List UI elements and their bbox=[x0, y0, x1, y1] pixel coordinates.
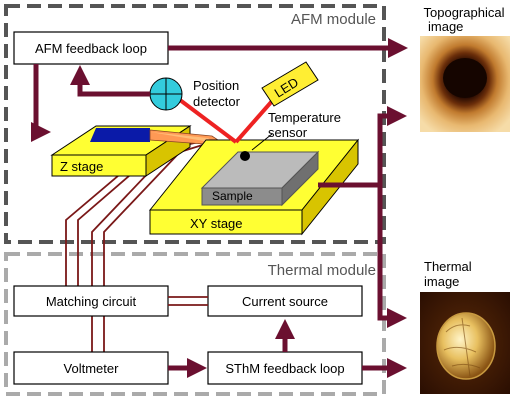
afm-module-title: AFM module bbox=[291, 11, 376, 28]
position-detector-label-2: detector bbox=[193, 94, 241, 109]
sthm-feedback-loop-box bbox=[207, 351, 363, 385]
signal-arrows bbox=[30, 38, 408, 378]
arrow-split-to-thermal bbox=[377, 185, 407, 328]
sample: Sample bbox=[200, 150, 320, 207]
z-stage-label: Z stage bbox=[60, 159, 103, 174]
temperature-sensor-dot bbox=[240, 151, 250, 161]
thermal-image bbox=[420, 292, 510, 394]
xy-stage-label: XY stage bbox=[190, 216, 243, 231]
thermal-module-frame bbox=[4, 252, 386, 396]
led-icon: LED bbox=[261, 61, 319, 107]
position-detector-icon bbox=[149, 77, 183, 111]
sthm-feedback-loop-label: SThM feedback loop bbox=[225, 361, 344, 376]
arrow-detector-to-afm bbox=[70, 65, 150, 97]
matching-to-current-connector bbox=[168, 296, 208, 306]
matching-circuit-box bbox=[13, 285, 169, 317]
current-source-box bbox=[207, 285, 363, 317]
matching-circuit-label: Matching circuit bbox=[46, 294, 137, 309]
voltmeter-label: Voltmeter bbox=[64, 361, 120, 376]
voltmeter-box bbox=[13, 351, 169, 385]
temperature-sensor-label-1: Temperature bbox=[268, 110, 341, 125]
temperature-sensor-label-2: sensor bbox=[268, 125, 308, 140]
afm-feedback-loop-label: AFM feedback loop bbox=[35, 41, 147, 56]
position-detector-label-1: Position bbox=[193, 78, 239, 93]
sample-label: Sample bbox=[212, 189, 253, 203]
thermal-image-title-2: image bbox=[424, 274, 459, 289]
temperature-sensor-pointer bbox=[251, 133, 273, 151]
afm-feedback-loop-box bbox=[13, 31, 169, 65]
topographical-image-title-1: Topographical bbox=[424, 5, 505, 20]
arrow-afm-to-zstage bbox=[30, 64, 51, 142]
topographical-image-title-2: image bbox=[428, 19, 463, 34]
afm-module-frame bbox=[4, 4, 386, 244]
thermal-module-title: Thermal module bbox=[268, 262, 376, 279]
thermal-image-title-1: Thermal bbox=[424, 259, 472, 274]
current-source-label: Current source bbox=[242, 294, 328, 309]
topographical-image bbox=[420, 36, 510, 132]
